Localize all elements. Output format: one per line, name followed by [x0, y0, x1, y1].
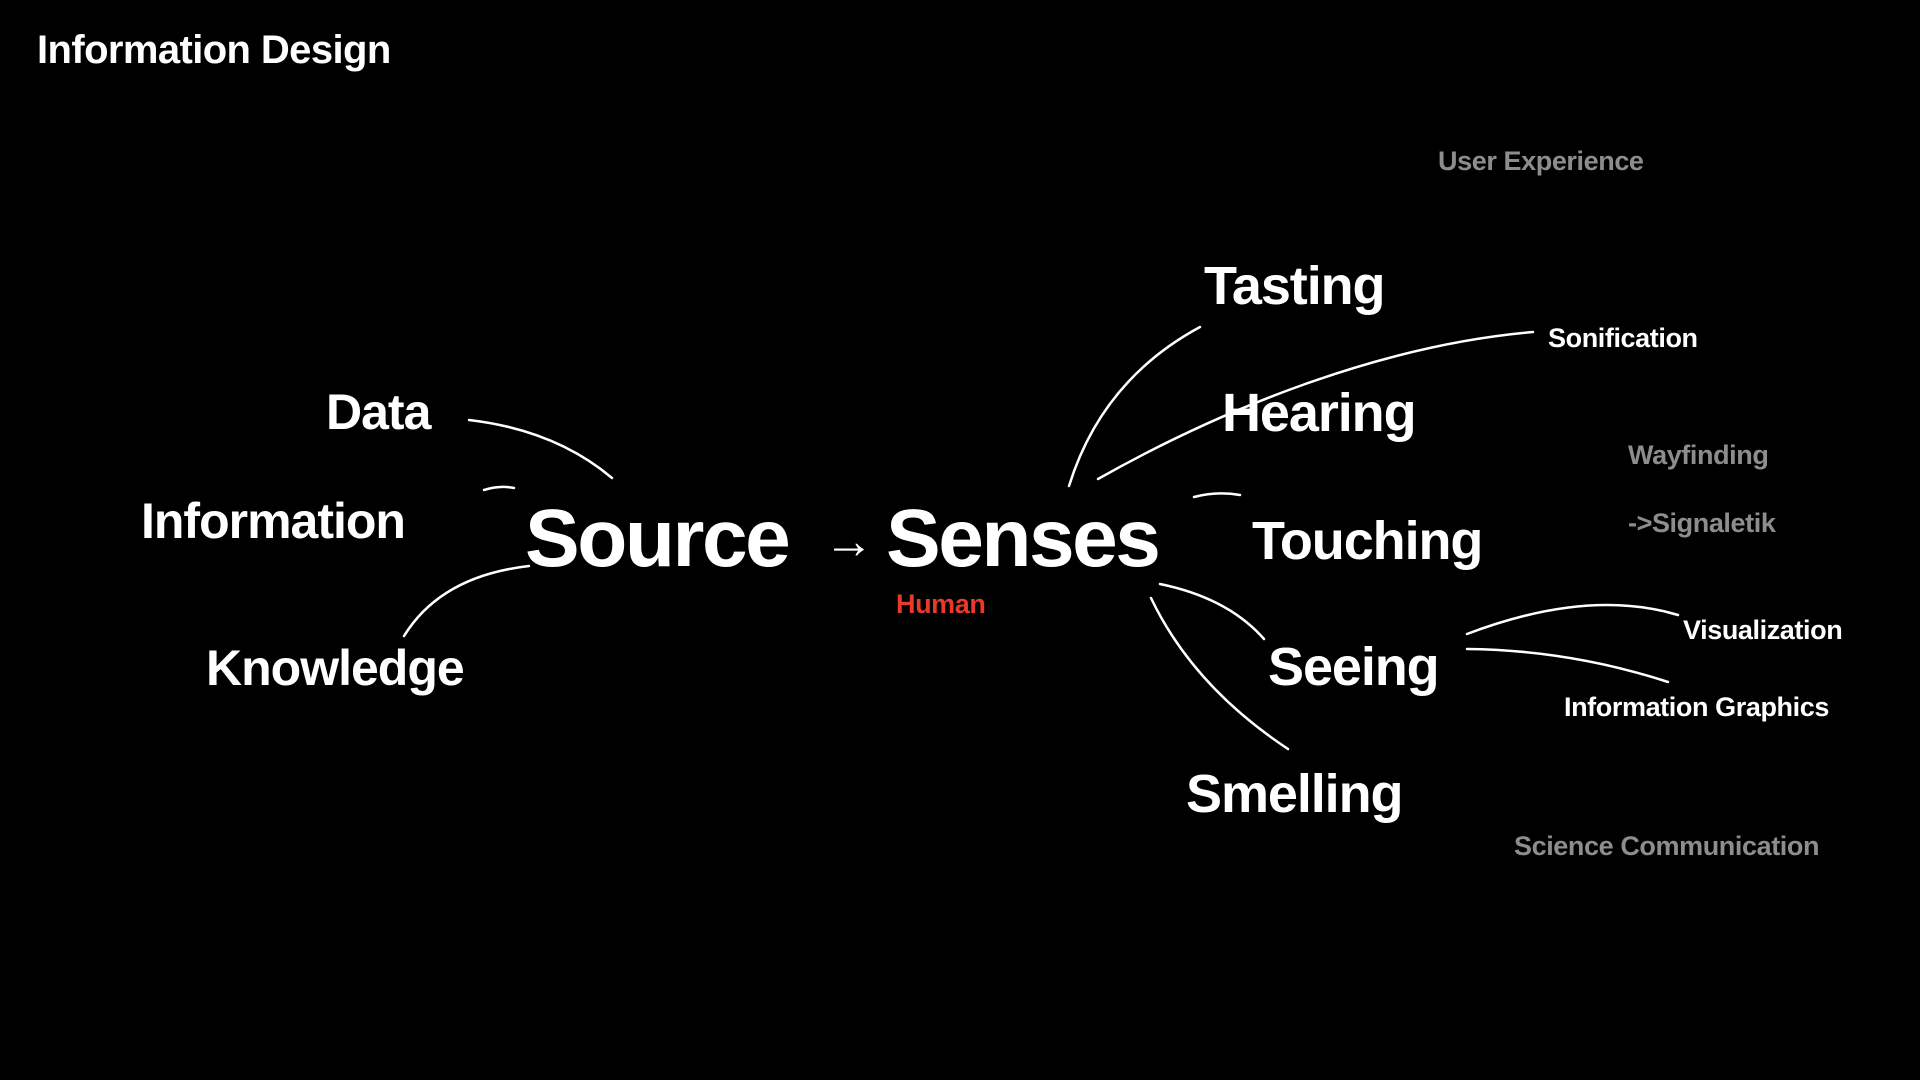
connector-seeing-information-graphics [1465, 647, 1670, 684]
connector-information-source [482, 485, 516, 492]
node-knowledge: Knowledge [206, 640, 465, 696]
node-human-sublabel: Human [896, 589, 986, 619]
arrow-right-icon: → [824, 513, 874, 569]
connector-senses-tasting [1067, 325, 1202, 488]
node-visualization: Visualization [1683, 615, 1843, 645]
connector-senses-touching [1192, 492, 1242, 499]
connector-senses-smelling [1149, 596, 1290, 751]
connector-senses-seeing [1158, 582, 1266, 641]
node-user-experience: User Experience [1438, 146, 1644, 176]
connector-seeing-visualization [1465, 603, 1680, 636]
node-senses: Senses [886, 493, 1161, 584]
node-seeing: Seeing [1268, 637, 1440, 697]
node-touching: Touching [1252, 511, 1483, 571]
node-information-graphics: Information Graphics [1564, 692, 1829, 722]
node-science-communication: Science Communication [1514, 831, 1820, 861]
node-wayfinding-line1: Wayfinding [1628, 440, 1769, 470]
node-source: Source [525, 493, 791, 584]
node-smelling: Smelling [1186, 764, 1403, 824]
node-data: Data [326, 384, 431, 440]
connector-data-source [467, 418, 614, 480]
connector-knowledge-source [402, 564, 531, 638]
node-sonification: Sonification [1548, 323, 1698, 353]
connector-hearing-sonification [1096, 330, 1535, 481]
node-information: Information [141, 493, 406, 549]
node-wayfinding: Wayfinding ->Signaletik [1628, 404, 1776, 574]
node-tasting: Tasting [1204, 256, 1386, 316]
node-hearing: Hearing [1222, 383, 1417, 443]
page-title: Information Design [37, 28, 391, 72]
node-wayfinding-line2: ->Signaletik [1628, 508, 1776, 538]
